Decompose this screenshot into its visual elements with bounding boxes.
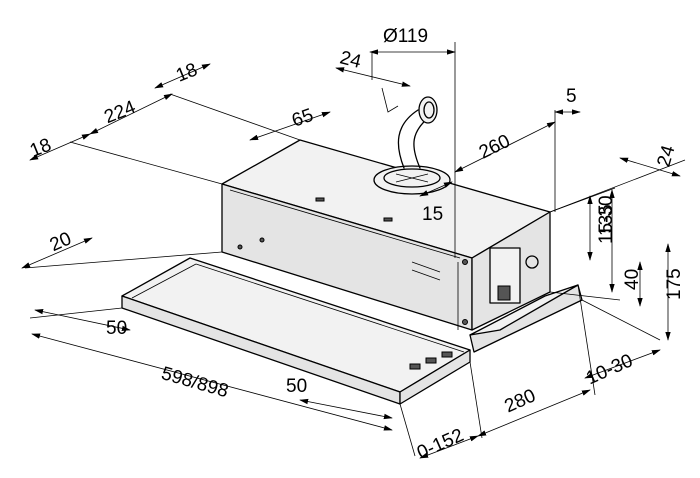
dim-front-50-lower: 50 [286, 376, 307, 397]
dim-front-50-upper: 50 [106, 318, 127, 339]
dim-depth-280: 280 [501, 385, 539, 417]
dim-height-40: 40 [622, 269, 643, 290]
duct-outlet [373, 87, 451, 195]
dim-width-598-898: 598/898 [159, 363, 231, 402]
hood-body [221, 139, 551, 335]
duct-flap [381, 87, 399, 113]
tray-button-1 [409, 363, 421, 370]
dim-height-175: 175 [664, 268, 685, 300]
dim-height-15-30: 15-30 [596, 195, 617, 244]
tray-button-3 [441, 351, 453, 358]
hood-screw-1 [237, 244, 243, 250]
dim-top-rear-18: 18 [173, 59, 200, 86]
tray-button-2 [425, 357, 437, 364]
hood-front-edge [229, 189, 461, 259]
tray-inner-edge-2 [131, 263, 197, 299]
collar-spoke-2 [395, 173, 429, 183]
hood-side-clip [497, 285, 511, 301]
hood-hatch-b [411, 269, 441, 281]
dim-left-18: 18 [27, 135, 54, 162]
collar-ring-inner [383, 168, 441, 188]
dim-top-65: 65 [289, 105, 316, 132]
hood-slot-1 [315, 197, 325, 202]
tray-inner-edge-1 [195, 263, 465, 353]
hood-slot-2 [383, 217, 393, 222]
hood-screw-3 [462, 259, 468, 265]
dimension-arrows [21, 49, 681, 459]
dim-left-20: 20 [47, 228, 75, 256]
dim-pull-0-152: 0-152 [414, 425, 467, 464]
hood-hatch-a [411, 261, 441, 273]
dim-right-24: 24 [654, 143, 680, 170]
dim-right-5: 5 [566, 86, 577, 107]
dim-duct-diameter: Ø119 [383, 26, 428, 47]
duct-elbow-inner [423, 101, 435, 119]
hood-screw-4 [462, 319, 468, 325]
hood-screw-2 [259, 237, 265, 243]
dim-height-135: 135 [596, 204, 617, 236]
dim-top-depth-224: 224 [101, 97, 139, 129]
dim-collar-15: 15 [422, 204, 443, 225]
dim-depth-10-30: 10-30 [583, 350, 636, 389]
hood-side-knob [525, 255, 539, 269]
